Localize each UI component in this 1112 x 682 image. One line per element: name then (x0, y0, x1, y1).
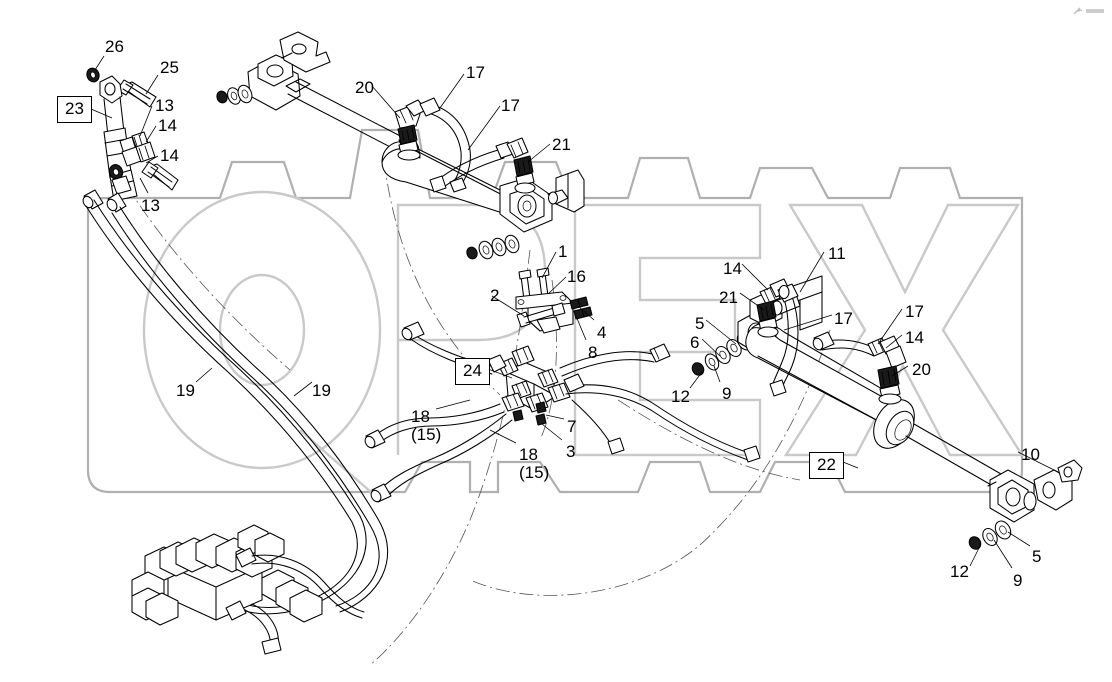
hose-end-19-a (82, 189, 104, 210)
callout-2-13: 2 (490, 286, 500, 305)
rod-end-washer-stack (968, 520, 1012, 550)
callout-20-31: 20 (912, 360, 931, 379)
assembly-top-cylinder (216, 31, 585, 260)
callout-26-0: 26 (105, 37, 124, 56)
callout-7-19: 7 (567, 417, 577, 436)
callout-9-37: 9 (1013, 571, 1023, 590)
callout-14-4: 14 (158, 116, 177, 135)
callout-23-2: 23 (57, 96, 92, 123)
callout-13-6: 13 (141, 196, 160, 215)
callout-6-27: 6 (690, 333, 700, 352)
hose-17-fitting-21-top (429, 137, 536, 194)
top-cylinder-rod (285, 78, 409, 153)
part-13-bolt-lower (141, 161, 179, 191)
part-lower-port-stub (111, 175, 132, 195)
callout-19-22: 19 (312, 381, 331, 400)
callout-19-21: 19 (176, 381, 195, 400)
callout-11-24: 11 (828, 244, 846, 263)
callout-9-33: 9 (722, 384, 732, 403)
parts-3-7-plugs (512, 401, 547, 426)
callout-17-9: 17 (501, 96, 520, 115)
part-1-bolts (518, 267, 550, 301)
assembly-top-left-manifold (82, 67, 179, 213)
assembly-center (364, 267, 761, 503)
fitting-14-21-right (756, 278, 799, 397)
callout-14-23: 14 (723, 259, 742, 278)
valve-block-fittings (487, 345, 571, 413)
part-25-bolt (116, 79, 157, 108)
callout-12-32: 12 (671, 387, 690, 406)
leader-lines (83, 55, 1059, 569)
callout-5-26: 5 (695, 314, 705, 333)
valve-bank-hose-long (251, 554, 365, 619)
callout-14-5: 14 (160, 146, 179, 165)
callout-20-7: 20 (355, 78, 374, 97)
assembly-right-cylinder (691, 275, 1083, 550)
callout-4-14: 4 (597, 323, 607, 342)
callout-12-38: 12 (950, 562, 969, 581)
part-23-rod-clevis (99, 75, 125, 137)
callout-3-20: 3 (566, 442, 576, 461)
callout-21-25: 21 (719, 288, 738, 307)
part-2-bolt (516, 302, 566, 328)
valve-bank-hose-short (244, 603, 282, 655)
top-cylinder-head-end (499, 169, 585, 233)
port-20-elbow-17-top (394, 97, 471, 193)
hoses-center-right (559, 343, 761, 463)
assembly-valve-bank (131, 524, 365, 655)
callout-1815-18: 18 (15) (519, 445, 550, 483)
callout-22-34: 22 (809, 452, 844, 479)
callout-13-3: 13 (155, 96, 174, 115)
top-cylinder-washer-stack (216, 84, 253, 105)
callout-5-36: 5 (1032, 547, 1042, 566)
watermark-letter-x (783, 203, 1025, 457)
callout-10-35: 10 (1021, 445, 1040, 464)
valve-bank-sections (144, 533, 273, 582)
callout-1815-17: 18 (15) (411, 407, 442, 445)
valve-bank-top-ports (237, 524, 285, 563)
part-14-union-lower (121, 141, 156, 167)
callout-25-1: 25 (160, 58, 179, 77)
top-cylinder-head-washers (466, 234, 520, 260)
callout-17-8: 17 (466, 63, 485, 82)
gear-outline-watermark (86, 128, 1024, 494)
right-cylinder-rod (905, 423, 1009, 491)
callout-21-10: 21 (552, 135, 571, 154)
callout-17-28: 17 (834, 309, 853, 328)
part-26-washer (86, 67, 100, 83)
valve-bank-hose-exits (225, 547, 257, 621)
hose-17-elbow-14-20-right (812, 331, 907, 405)
top-cylinder-rod-clevis (247, 31, 331, 111)
hose-end-19-b (106, 192, 127, 213)
valve-bank-lower-ports (131, 569, 323, 626)
callout-24-16: 24 (455, 358, 490, 385)
callout-14-30: 14 (905, 328, 924, 347)
callout-17-29: 17 (905, 302, 924, 321)
callout-16-12: 16 (567, 267, 586, 286)
corner-mark-icon (1073, 7, 1104, 15)
callout-8-15: 8 (588, 343, 598, 362)
part-10-rod-end (987, 459, 1083, 523)
part-24-valve-block (487, 345, 571, 426)
callout-1-11: 1 (558, 242, 568, 261)
